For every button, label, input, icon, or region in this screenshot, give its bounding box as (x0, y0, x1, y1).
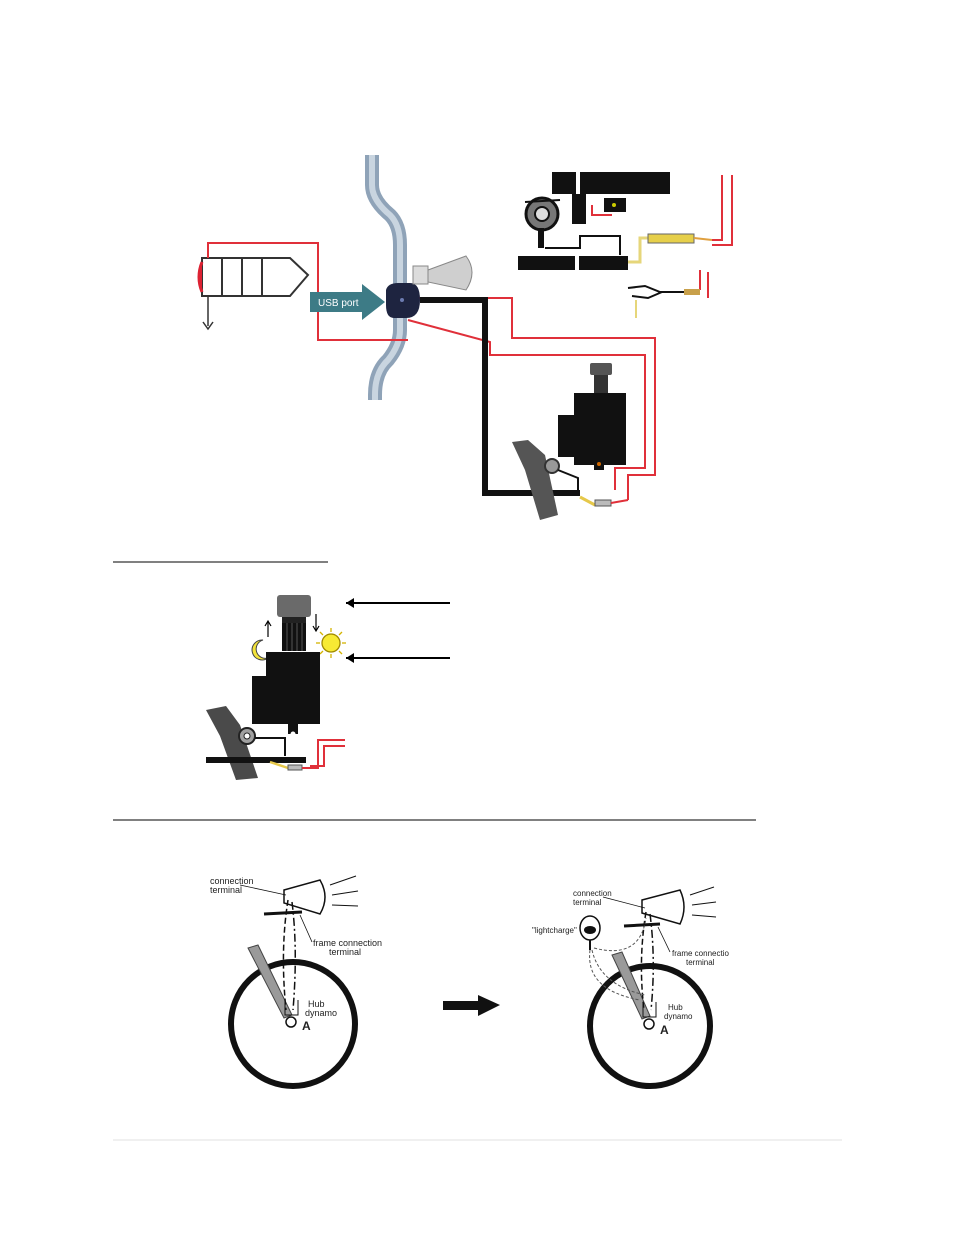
lightcharge-label: "lightcharge" (532, 926, 577, 935)
headlamp (413, 256, 472, 290)
wiring-overview-diagram: USB port (199, 155, 732, 520)
hub-dynamo-label: Hub dynamo (664, 1003, 693, 1021)
headlamp (284, 880, 325, 914)
dynamo-body (266, 652, 320, 724)
point-a-label: A (660, 1023, 669, 1037)
up-arrow-icon (265, 621, 271, 637)
fork-blade (612, 952, 650, 1019)
frame-connection-terminal-label: frame connectio terminal (672, 949, 731, 967)
hub-dynamo-before: connection terminal frame connection ter… (210, 876, 385, 1086)
sun-icon (316, 628, 346, 658)
frame-connection-terminal-label: frame connection terminal (313, 938, 385, 957)
usb-port-arrow: USB port (310, 284, 385, 320)
usb-port-label: USB port (318, 298, 359, 309)
headlamp (642, 890, 684, 924)
red-wiring (208, 175, 732, 500)
battery-pack (199, 258, 308, 329)
dynamo-closeup-diagram (206, 595, 450, 780)
point-a-label: A (302, 1019, 311, 1033)
transition-arrow (443, 995, 500, 1016)
dynamo-cap (277, 595, 311, 617)
rim-dynamo (518, 172, 712, 318)
hub-dynamo-after: connection terminal "lightcharge" frame … (532, 887, 731, 1086)
down-arrow-icon (313, 614, 319, 631)
lightcharge-device (580, 916, 600, 950)
moon-icon (252, 640, 268, 660)
hub-dynamo-label: Hub dynamo (305, 999, 337, 1018)
connection-terminal-label: connection terminal (210, 876, 256, 895)
pointer-arrow-cap (346, 598, 450, 608)
dynamo-knurl (282, 623, 306, 651)
pointer-arrow-body (346, 653, 450, 663)
bottle-dynamo-large (512, 363, 628, 520)
